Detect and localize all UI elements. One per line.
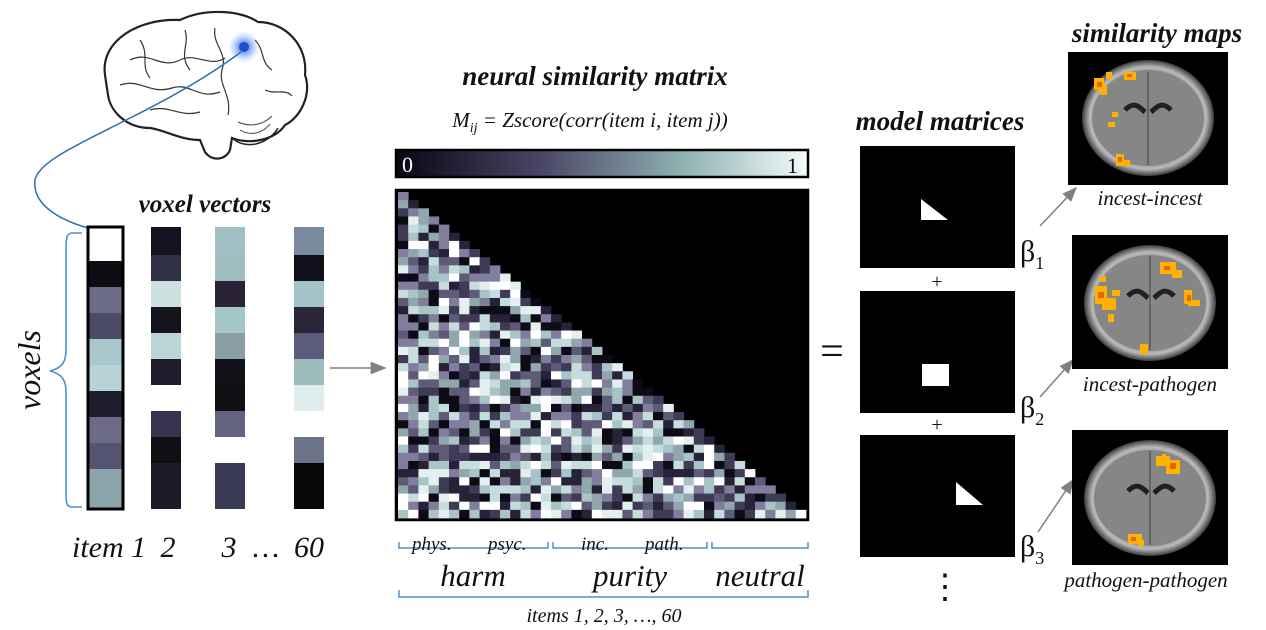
model-matrices-title: model matrices	[856, 106, 1025, 136]
voxel-vector-item-3	[215, 227, 245, 509]
item-label-3: 3	[221, 531, 237, 564]
item-label-ellipsis: …	[253, 531, 280, 564]
matrix-cells	[398, 192, 807, 519]
beta-2-subscript: 2	[1035, 409, 1044, 429]
voxel-vectors-title: voxel vectors	[139, 191, 272, 218]
sub-category-path: path.	[643, 534, 684, 555]
model-matrix-2	[860, 291, 1015, 413]
beta-3: β3	[1020, 530, 1044, 568]
beta-1-subscript: 1	[1035, 253, 1044, 273]
bracket-neutral	[711, 542, 809, 549]
formula-subscript: ij	[470, 121, 478, 136]
voxels-bracket	[49, 232, 82, 508]
beta-2-arrow	[1039, 358, 1074, 398]
beta-2-symbol: β	[1020, 391, 1035, 424]
sub-category-phys: phys.	[410, 534, 452, 555]
beta-1-symbol: β	[1020, 235, 1035, 268]
category-neutral: neutral	[715, 558, 805, 593]
plus-sign-1: +	[931, 271, 942, 293]
voxel-vector-item-60	[294, 227, 324, 509]
similarity-maps-title: similarity maps	[1071, 18, 1242, 48]
colorbar-min-label: 0	[402, 152, 413, 177]
plus-sign-2: +	[931, 414, 942, 436]
neural-matrix-title: neural similarity matrix	[462, 61, 728, 91]
beta-2: β2	[1020, 391, 1044, 429]
bracket-purity	[552, 542, 708, 549]
map-label-incest-incest: incest-incest	[1098, 186, 1204, 210]
beta-3-symbol: β	[1020, 530, 1035, 563]
formula-m: M	[451, 108, 471, 132]
formula: Mij = Zscore(corr(item i, item j))	[451, 108, 727, 136]
items-range-label: items 1, 2, 3, …, 60	[527, 605, 682, 627]
voxel-vector-item-1	[86, 225, 125, 511]
vertical-ellipsis: ⋮	[928, 569, 962, 606]
item-label-2: 2	[161, 531, 176, 564]
item-label-1: item 1	[72, 531, 146, 564]
item-label-60: 60	[294, 531, 324, 564]
category-harm: harm	[440, 558, 505, 593]
category-brackets	[398, 542, 809, 598]
sub-category-inc: inc.	[581, 534, 609, 555]
beta-3-subscript: 3	[1035, 548, 1044, 568]
brain-map-3	[1072, 430, 1228, 565]
voxel-vector-item-2	[151, 227, 181, 509]
beta-1: β1	[1020, 235, 1044, 273]
bracket-items	[398, 590, 809, 598]
colorbar: 0 1	[394, 148, 810, 179]
voxels-label: voxels	[11, 330, 47, 410]
brain-map-1	[1068, 52, 1228, 185]
model-matrix-1	[860, 146, 1015, 268]
colorbar-max-label: 1	[787, 153, 798, 178]
category-purity: purity	[591, 558, 667, 593]
model-matrix-3	[860, 435, 1015, 557]
equals-sign: =	[820, 329, 844, 375]
map-label-incest-pathogen: incest-pathogen	[1083, 372, 1217, 396]
beta-1-arrow	[1039, 186, 1078, 227]
brain-illustration	[103, 10, 309, 160]
map-label-pathogen-pathogen: pathogen-pathogen	[1062, 568, 1227, 592]
brain-to-voxel-connector	[34, 51, 242, 229]
brain-map-2	[1072, 235, 1228, 369]
sub-category-psyc: psyc.	[486, 534, 527, 555]
similarity-matrix	[394, 188, 810, 522]
bracket-harm	[398, 542, 549, 549]
beta-3-arrow	[1037, 478, 1074, 533]
formula-rest: = Zscore(corr(item i, item j))	[478, 108, 728, 132]
